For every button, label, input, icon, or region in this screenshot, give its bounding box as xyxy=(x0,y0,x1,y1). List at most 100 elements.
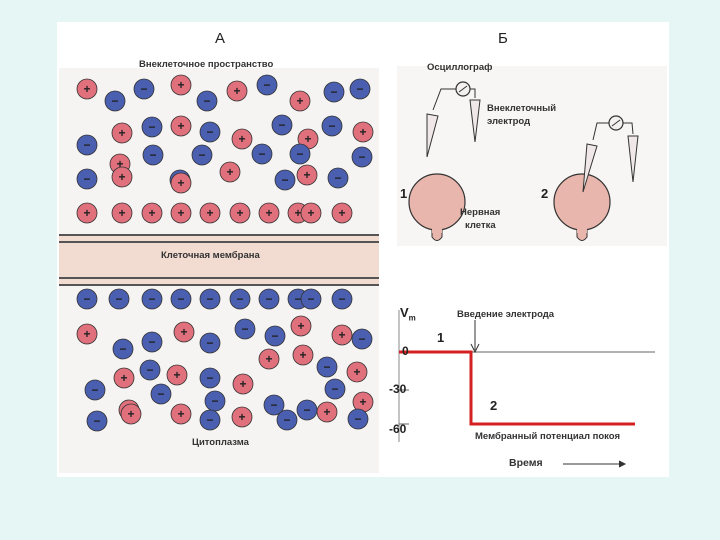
electrode-insertion-label: Введение электрода xyxy=(457,309,555,320)
negative-ion-icon: − xyxy=(141,116,163,138)
svg-text:+: + xyxy=(116,157,123,171)
positive-ion-icon: + xyxy=(199,202,221,224)
svg-text:−: − xyxy=(356,82,363,96)
resting-potential-label: Мембранный потенциал покоя xyxy=(475,431,621,442)
svg-text:−: − xyxy=(236,292,243,306)
negative-ion-icon: − xyxy=(276,409,298,431)
svg-text:+: + xyxy=(83,82,90,96)
svg-text:+: + xyxy=(359,125,366,139)
cell-membrane-label: Клеточная мембрана xyxy=(161,250,260,261)
membrane-line xyxy=(59,241,379,243)
wire-line xyxy=(432,88,456,111)
svg-text:−: − xyxy=(111,94,118,108)
svg-text:−: − xyxy=(83,172,90,186)
svg-text:+: + xyxy=(127,407,134,421)
svg-text:−: − xyxy=(140,82,147,96)
svg-text:+: + xyxy=(177,206,184,220)
negative-ion-icon: − xyxy=(234,318,256,340)
negative-ion-icon: − xyxy=(331,288,353,310)
positive-ion-icon: + xyxy=(170,172,192,194)
positive-ion-icon: + xyxy=(120,403,142,425)
positive-ion-icon: + xyxy=(231,406,253,428)
positive-ion-icon: + xyxy=(258,202,280,224)
time-label: Время xyxy=(509,457,543,469)
svg-text:+: + xyxy=(233,84,240,98)
wire-line xyxy=(470,88,476,98)
positive-ion-icon: + xyxy=(111,166,133,188)
positive-ion-icon: + xyxy=(331,202,353,224)
negative-ion-icon: − xyxy=(256,74,278,96)
electrode-diagram xyxy=(408,81,639,241)
svg-text:+: + xyxy=(177,407,184,421)
dial-needle-icon xyxy=(611,119,621,127)
svg-text:−: − xyxy=(354,412,361,426)
negative-ion-icon: − xyxy=(112,338,134,360)
positive-ion-icon: + xyxy=(300,202,322,224)
membrane-line xyxy=(59,234,379,236)
positive-ion-icon: + xyxy=(290,315,312,337)
negative-ion-icon: − xyxy=(76,288,98,310)
negative-ion-icon: − xyxy=(76,168,98,190)
negative-ion-icon: − xyxy=(199,332,221,354)
svg-text:−: − xyxy=(91,383,98,397)
svg-text:+: + xyxy=(206,206,213,220)
potential-trace xyxy=(399,350,635,426)
membrane-potential-graph xyxy=(398,310,655,468)
positive-ion-icon: + xyxy=(219,161,241,183)
svg-text:+: + xyxy=(303,168,310,182)
svg-text:−: − xyxy=(307,292,314,306)
negative-ion-icon: − xyxy=(263,394,285,416)
ion-diagram: +−−+−+−+−−+−+−+−+−+−+−−−−−−+−+−+−+++++++… xyxy=(76,74,374,432)
positive-ion-icon: + xyxy=(111,202,133,224)
svg-text:−: − xyxy=(358,150,365,164)
positive-ion-icon: + xyxy=(76,78,98,100)
nerve-cell-neck xyxy=(432,225,442,233)
electrode-icon xyxy=(582,143,598,193)
y-tick-0: 0 xyxy=(402,344,409,358)
svg-text:−: − xyxy=(328,119,335,133)
svg-text:−: − xyxy=(330,85,337,99)
stage-1-label: 1 xyxy=(400,186,408,201)
svg-text:−: − xyxy=(198,148,205,162)
positive-ion-icon: + xyxy=(170,403,192,425)
membrane-line xyxy=(59,277,379,279)
svg-text:−: − xyxy=(115,292,122,306)
svg-text:+: + xyxy=(180,325,187,339)
y-axis-label-sub: m xyxy=(408,313,416,323)
svg-text:−: − xyxy=(146,363,153,377)
negative-ion-icon: − xyxy=(133,78,155,100)
positive-ion-icon: + xyxy=(316,401,338,423)
negative-ion-icon: − xyxy=(86,410,108,432)
positive-ion-icon: + xyxy=(76,202,98,224)
oscillograph-label: Осциллограф xyxy=(427,62,493,73)
dial-needle-icon xyxy=(458,85,468,93)
negative-ion-icon: − xyxy=(251,143,273,165)
svg-text:+: + xyxy=(83,327,90,341)
svg-text:−: − xyxy=(206,413,213,427)
positive-ion-icon: + xyxy=(166,364,188,386)
svg-text:−: − xyxy=(338,292,345,306)
svg-text:−: − xyxy=(211,394,218,408)
negative-ion-icon: − xyxy=(321,115,343,137)
electrode-icon xyxy=(469,99,481,143)
svg-text:+: + xyxy=(338,206,345,220)
svg-text:+: + xyxy=(238,410,245,424)
stage-2-label: 2 xyxy=(541,186,549,201)
positive-ion-icon: + xyxy=(170,202,192,224)
negative-ion-icon: − xyxy=(347,408,369,430)
negative-ion-icon: − xyxy=(141,288,163,310)
positive-ion-icon: + xyxy=(292,344,314,366)
svg-text:+: + xyxy=(353,365,360,379)
svg-text:+: + xyxy=(294,206,301,220)
svg-text:−: − xyxy=(206,336,213,350)
svg-text:+: + xyxy=(236,206,243,220)
negative-ion-icon: − xyxy=(327,167,349,189)
positive-ion-icon: + xyxy=(141,202,163,224)
svg-text:+: + xyxy=(338,328,345,342)
positive-ion-icon: + xyxy=(231,128,253,150)
positive-ion-icon: + xyxy=(296,164,318,186)
svg-text:−: − xyxy=(148,335,155,349)
svg-text:−: − xyxy=(93,414,100,428)
negative-ion-icon: − xyxy=(199,409,221,431)
svg-text:−: − xyxy=(334,171,341,185)
